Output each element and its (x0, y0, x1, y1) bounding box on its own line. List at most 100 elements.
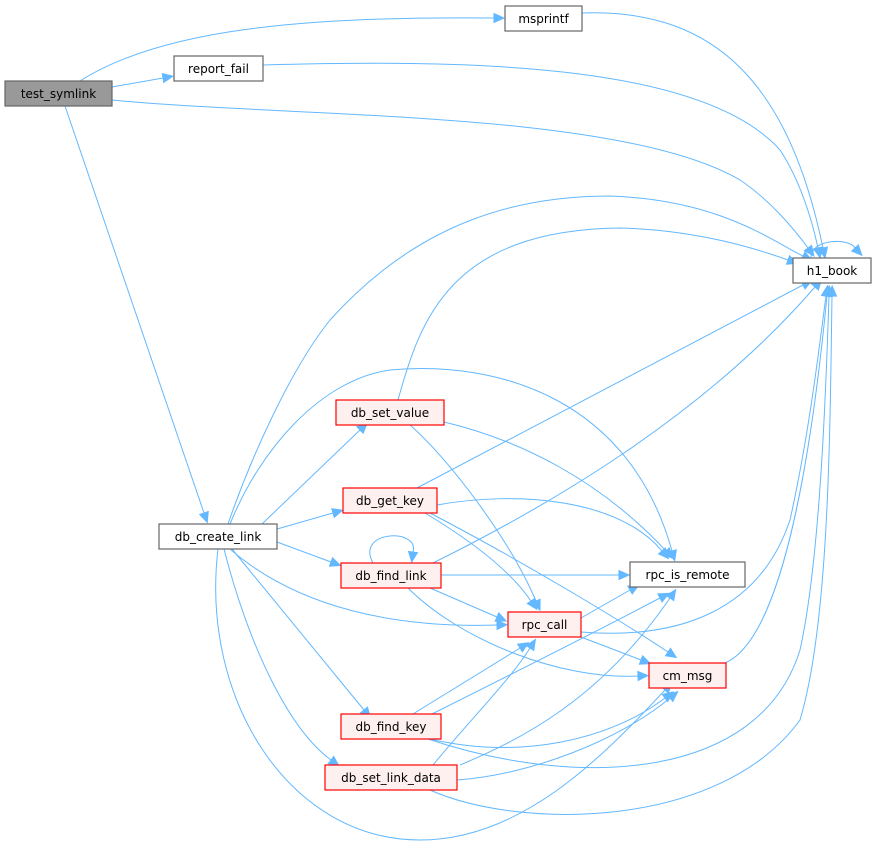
node-box (648, 662, 727, 689)
edge-line (436, 498, 663, 552)
node-box (173, 55, 264, 82)
arrowhead-icon (638, 654, 652, 665)
edge-line (432, 286, 816, 564)
node-cm-msg[interactable]: cm_msg (648, 662, 727, 689)
edge-db_find_key-to-rpc_call (412, 642, 530, 715)
edge-line (407, 587, 639, 677)
edge-cm_msg-to-h1_book (724, 284, 833, 664)
edge-test_symlink-to-h1_book (111, 99, 815, 258)
edge-line (229, 548, 498, 626)
edge-line (369, 535, 414, 564)
edge-db_set_link_data-to-h1_book (429, 284, 838, 815)
node-label: db_create_link (175, 530, 262, 544)
node-box (340, 562, 442, 589)
edge-db_find_key-to-h1_book (427, 284, 835, 769)
arrowhead-icon (328, 556, 342, 567)
node-box (340, 713, 442, 740)
edge-db_create_link-to-rpc_is_remote (229, 368, 677, 562)
arrowhead-icon (637, 670, 650, 682)
edge-line (276, 512, 334, 530)
edge-db_find_link-to-rpc_call (429, 587, 508, 622)
arrowhead-icon (516, 642, 530, 653)
nodes-layer: test_symlink report_fail msprintf h1_bookdb… (4, 5, 872, 791)
edge-db_create_link-to-db_find_link (276, 541, 342, 567)
edge-h1_book-to-h1_book (810, 240, 863, 259)
node-rpc-call[interactable]: rpc_call (507, 611, 582, 638)
edge-test_symlink-to-msprintf (79, 12, 506, 82)
node-rpc-is-remote[interactable]: rpc_is_remote (629, 561, 746, 588)
edge-line (231, 548, 365, 711)
edge-line (810, 240, 856, 259)
node-box (507, 611, 582, 638)
edge-line (581, 12, 824, 249)
node-box (158, 523, 278, 550)
edge-db_find_link-to-h1_book (432, 278, 823, 564)
node-db-find-key[interactable]: db_find_key (340, 713, 442, 740)
node-box (324, 764, 458, 791)
edge-db_create_link-to-h1_book (227, 195, 814, 525)
edge-line (111, 77, 164, 88)
edge-line (429, 587, 498, 618)
node-label: h1_book (807, 264, 858, 278)
node-h1-book[interactable]: h1_book (792, 257, 872, 284)
edge-db_find_link-to-db_find_link (369, 535, 419, 564)
node-label: rpc_is_remote (646, 568, 730, 582)
edge-db_set_link_data-to-rpc_call (432, 638, 537, 766)
edge-line (429, 512, 669, 653)
edge-test_symlink-to-db_create_link (64, 105, 209, 524)
edge-line (262, 62, 819, 249)
edge-db_get_key-to-h1_book (416, 279, 813, 489)
arrowhead-icon (161, 72, 175, 84)
node-report-fail[interactable]: report_fail (173, 55, 264, 82)
edge-line (580, 295, 827, 634)
node-db-find-link[interactable]: db_find_link (340, 562, 442, 589)
arrowhead-icon (493, 12, 506, 24)
node-db-set-link-data[interactable]: db_set_link_data (324, 764, 458, 791)
edge-line (409, 424, 537, 602)
node-box (4, 80, 113, 107)
node-db-set-value[interactable]: db_set_value (335, 399, 445, 426)
edge-db_set_link_data-to-rpc_is_remote (459, 588, 677, 766)
arrowhead-icon (850, 244, 863, 257)
edge-db_set_link_data-to-cm_msg (456, 690, 679, 781)
edge-db_find_link-to-cm_msg (407, 587, 650, 682)
edge-report_fail-to-h1_book (262, 62, 824, 259)
edge-line (427, 295, 830, 769)
node-label: db_find_key (355, 720, 426, 734)
edge-line (64, 105, 205, 514)
arrowhead-icon (525, 638, 537, 652)
arrowhead-icon (664, 647, 678, 659)
edge-line (276, 541, 332, 563)
node-box (504, 5, 583, 32)
edge-line (580, 636, 642, 661)
node-msprintf[interactable]: msprintf (504, 5, 583, 32)
edge-line (412, 647, 521, 715)
node-box (342, 487, 438, 514)
node-box (335, 399, 445, 426)
edge-db_create_link-to-db_get_key (276, 508, 344, 530)
arrowhead-icon (494, 611, 508, 622)
node-db-create-link[interactable]: db_create_link (158, 523, 278, 550)
node-db-get-key[interactable]: db_get_key (342, 487, 438, 514)
edge-line (580, 589, 631, 619)
edge-line (223, 548, 332, 761)
node-label: test_symlink (21, 87, 96, 101)
edge-line (443, 421, 667, 552)
edge-line (111, 99, 809, 249)
node-label: msprintf (518, 12, 569, 26)
edge-line (429, 295, 833, 815)
node-label: report_fail (188, 62, 249, 76)
edge-line (215, 548, 666, 841)
edge-rpc_call-to-cm_msg (580, 636, 652, 665)
edge-rpc_call-to-rpc_is_remote (580, 584, 640, 619)
edge-line (227, 195, 804, 525)
edge-line (261, 429, 361, 525)
arrowhead-icon (407, 550, 419, 564)
node-label: cm_msg (663, 669, 713, 683)
node-test-symlink[interactable]: test_symlink (4, 80, 113, 107)
edge-line (397, 227, 789, 401)
arrowhead-icon (666, 690, 679, 703)
edge-line (431, 597, 661, 715)
edge-line (429, 697, 666, 748)
